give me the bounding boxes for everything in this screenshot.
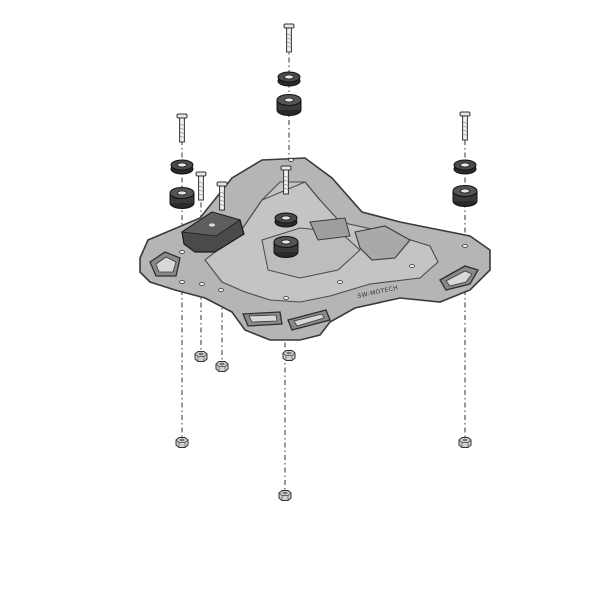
adapter-bracket (180, 211, 245, 253)
nut-center-lower (278, 490, 292, 501)
bolt-short-a (195, 171, 207, 201)
bolt-left (176, 113, 188, 143)
top-rack-plate: SW-MOTECH (139, 157, 491, 341)
washer-right (453, 159, 477, 175)
washer-left (170, 159, 194, 175)
washer-top-center (277, 71, 301, 87)
locking-nuts (175, 350, 472, 501)
bolt-top-center (283, 23, 295, 53)
washer-center (274, 212, 298, 228)
nut-short-b (215, 361, 229, 372)
spacer-right (452, 185, 478, 207)
nut-center-upper (282, 350, 296, 361)
nut-right (458, 437, 472, 448)
spacer-center (273, 236, 299, 258)
nut-short-a (194, 351, 208, 362)
bolt-right (459, 111, 471, 141)
spacer-top-center (276, 94, 302, 116)
nut-left (175, 437, 189, 448)
spacer-left (169, 187, 195, 209)
